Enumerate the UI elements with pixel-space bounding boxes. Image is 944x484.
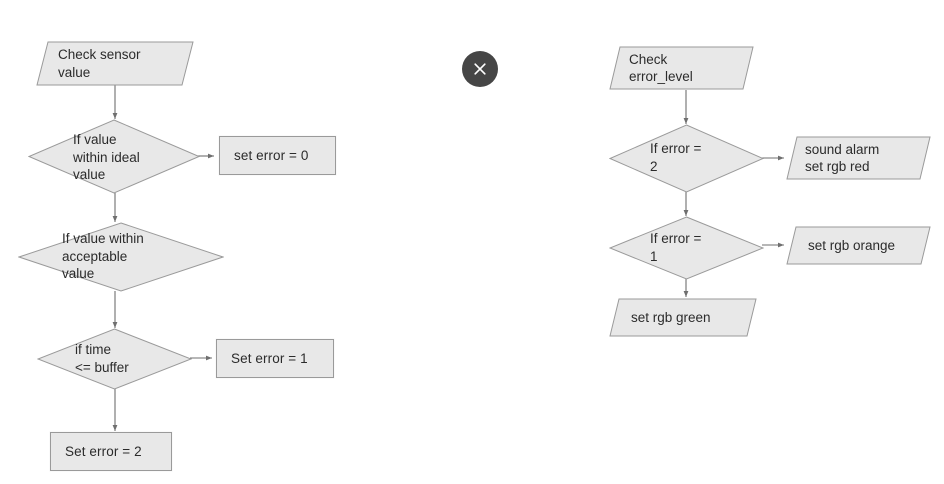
node-label: sound alarm set rgb red [805, 141, 880, 175]
diamond-shape [18, 222, 224, 292]
node-if-time-buffer[interactable]: if time <= buffer [37, 328, 192, 390]
node-label: set error = 0 [234, 148, 309, 163]
node-label: if time <= buffer [75, 342, 129, 375]
node-sound-alarm-set-rgb-red[interactable]: sound alarm set rgb red [786, 136, 931, 180]
node-check-error-level[interactable]: Check error_level [609, 46, 754, 90]
close-icon [474, 63, 486, 75]
node-label: set rgb green [631, 309, 711, 325]
node-label: Set error = 2 [65, 444, 142, 459]
node-set-rgb-green[interactable]: set rgb green [609, 298, 757, 337]
node-if-value-within-ideal-value[interactable]: If value within ideal value [28, 119, 200, 194]
node-label: If value within ideal value [73, 132, 140, 182]
node-if-error-2[interactable]: If error = 2 [609, 124, 764, 193]
node-label: set rgb orange [808, 237, 896, 253]
node-set-rgb-orange[interactable]: set rgb orange [786, 226, 931, 265]
node-label: If error = 1 [650, 231, 702, 264]
diamond-shape [28, 119, 200, 194]
parallelogram-shape [36, 41, 194, 86]
node-set-error-1[interactable]: Set error = 1 [216, 339, 334, 378]
diamond-shape [609, 124, 764, 193]
parallelogram-shape [609, 298, 757, 337]
node-label: Check sensor value [58, 47, 141, 80]
node-label: If value within acceptable value [62, 231, 144, 281]
node-set-error-2[interactable]: Set error = 2 [50, 432, 172, 471]
close-button[interactable] [462, 51, 498, 87]
diamond-shape [37, 328, 192, 390]
node-label: Check error_level [629, 51, 693, 85]
node-check-sensor-value[interactable]: Check sensor value [36, 41, 194, 86]
parallelogram-shape [786, 136, 931, 180]
node-label: Set error = 1 [231, 351, 308, 366]
node-set-error-0[interactable]: set error = 0 [219, 136, 336, 175]
node-label: If error = 2 [650, 141, 702, 174]
parallelogram-shape [786, 226, 931, 265]
parallelogram-shape [609, 46, 754, 90]
diamond-shape [609, 216, 764, 280]
node-if-value-within-acceptable-value[interactable]: If value within acceptable value [18, 222, 224, 292]
node-if-error-1[interactable]: If error = 1 [609, 216, 764, 280]
